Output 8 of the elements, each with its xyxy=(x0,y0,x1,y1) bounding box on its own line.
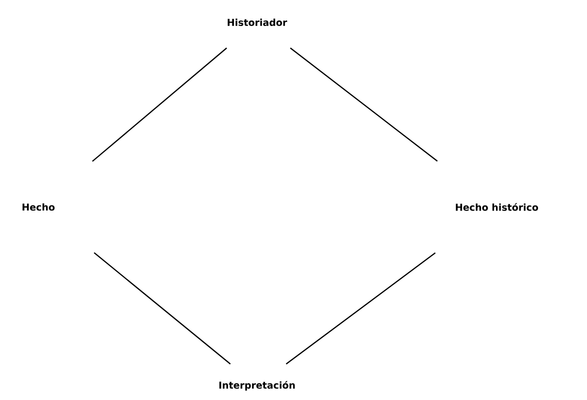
diamond-side xyxy=(92,48,228,162)
vertex-label: Historiador xyxy=(228,18,288,26)
vertex-label: Hecho xyxy=(22,203,55,211)
diamond-side xyxy=(286,252,436,364)
vertex-label: Interpretación xyxy=(219,381,295,391)
vertex-label: Hecho histórico xyxy=(456,203,538,211)
diamond-side xyxy=(94,252,231,364)
diamond-side xyxy=(290,48,438,162)
